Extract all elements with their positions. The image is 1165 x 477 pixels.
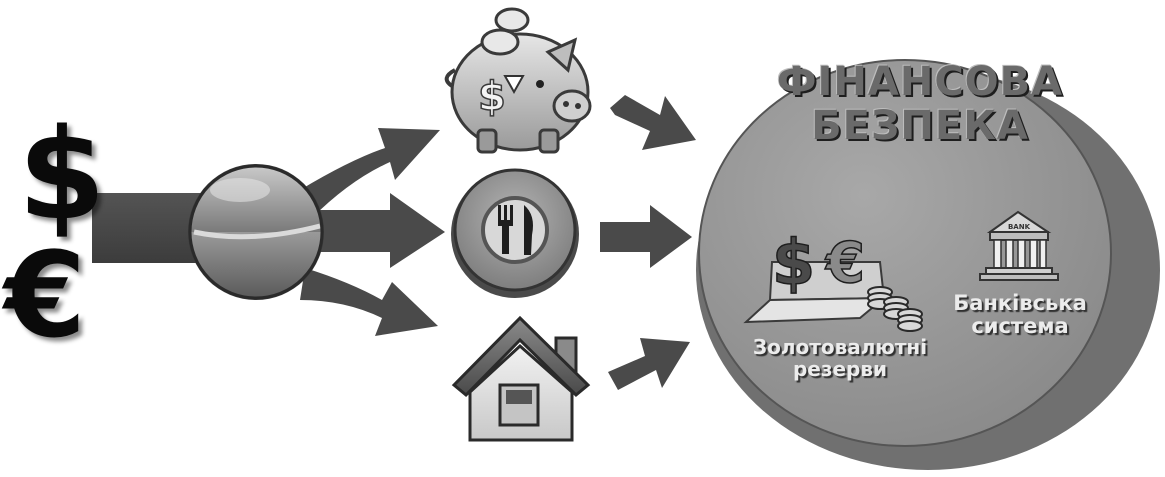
house-icon (451, 315, 591, 442)
arrow-piggy-to-circle (610, 95, 696, 150)
gold-reserves-label: Золотовалютні резерви (730, 336, 950, 380)
gold-reserves-line-2: резерви (792, 357, 888, 381)
bank-building-icon: BANK (979, 210, 1059, 281)
arrow-to-house (300, 268, 438, 336)
flow-sphere (188, 164, 324, 300)
arrow-house-to-circle (608, 338, 690, 390)
gold-reserves-line-1: Золотовалютні (752, 335, 928, 359)
svg-text:$: $ (772, 226, 815, 299)
currency-gold-icon: $ € (743, 225, 923, 332)
sphere-arrows (300, 128, 445, 336)
title-line-1: ФІНАНСОВА (776, 59, 1064, 105)
financial-security-title: ФІНАНСОВА БЕЗПЕКА (770, 60, 1070, 148)
dollar-symbol: $ (18, 101, 106, 248)
bank-sign: BANK (1008, 223, 1031, 231)
svg-text:$: $ (478, 74, 506, 120)
arrow-plate-to-circle (600, 205, 692, 268)
piggy-bank-icon: $ (444, 7, 592, 154)
circle-arrows (600, 95, 696, 390)
banking-system-label: Банківська система (930, 291, 1110, 339)
euro-symbol: € (4, 226, 87, 364)
arrow-to-plate (318, 193, 445, 268)
banking-line-2: система (971, 314, 1069, 339)
banking-line-1: Банківська (953, 291, 1087, 315)
fork-knife-plate-icon (451, 168, 579, 298)
svg-text:€: € (824, 231, 865, 296)
arrow-to-piggy (300, 128, 440, 218)
title-line-2: БЕЗПЕКА (811, 103, 1029, 149)
financial-security-circle (696, 59, 1160, 470)
